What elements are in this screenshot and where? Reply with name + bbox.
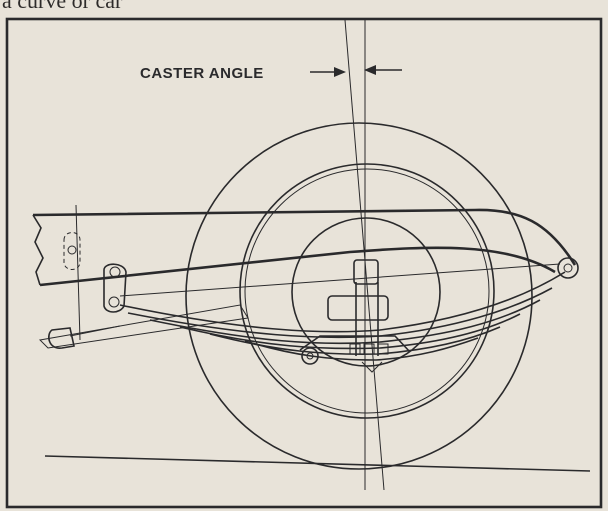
front-spring-pin	[563, 263, 573, 273]
front-spring-eye	[557, 257, 579, 279]
spring-leaf-3	[149, 299, 541, 345]
axle-pivot-pin	[306, 352, 314, 360]
vertical-pitman-rod	[75, 204, 81, 341]
caster-angle-label: CASTER ANGLE	[140, 65, 264, 82]
drag-link-end	[48, 327, 75, 349]
kingpin-axis-line	[344, 19, 385, 491]
drag-link-rod	[69, 325, 121, 337]
spring-clip	[361, 361, 383, 373]
axle-pivot	[301, 347, 319, 365]
figure-border	[5, 17, 603, 509]
spring-leaf-4	[179, 313, 521, 350]
nut-3	[377, 343, 389, 355]
axle-beam	[299, 335, 411, 353]
spring-seat	[353, 259, 379, 285]
clipped-page-text: a curve or car	[2, 0, 123, 13]
drag-link	[38, 304, 249, 349]
spring-leaf-6	[244, 337, 479, 361]
frame-rail-top	[32, 208, 577, 266]
wheel-rim-circle	[239, 163, 495, 419]
wheel-rim-inner-circle	[244, 168, 490, 414]
caster-arrow-right-head	[364, 65, 376, 75]
spring-leaf-1	[119, 271, 566, 333]
frame-bracket-hole	[67, 245, 77, 255]
nut-1	[349, 343, 361, 355]
frame-bracket-outline	[63, 232, 81, 270]
tire-outer-circle	[185, 122, 533, 470]
radius-rod	[119, 263, 561, 297]
shackle-pin-bottom	[108, 296, 120, 308]
nut-2	[363, 343, 375, 355]
frame-rail-bottom	[39, 246, 556, 287]
frame-rail-break	[32, 214, 44, 286]
shackle-pin-top	[109, 266, 121, 278]
axle-block	[327, 295, 389, 321]
caster-arrow-left-head	[334, 67, 346, 77]
